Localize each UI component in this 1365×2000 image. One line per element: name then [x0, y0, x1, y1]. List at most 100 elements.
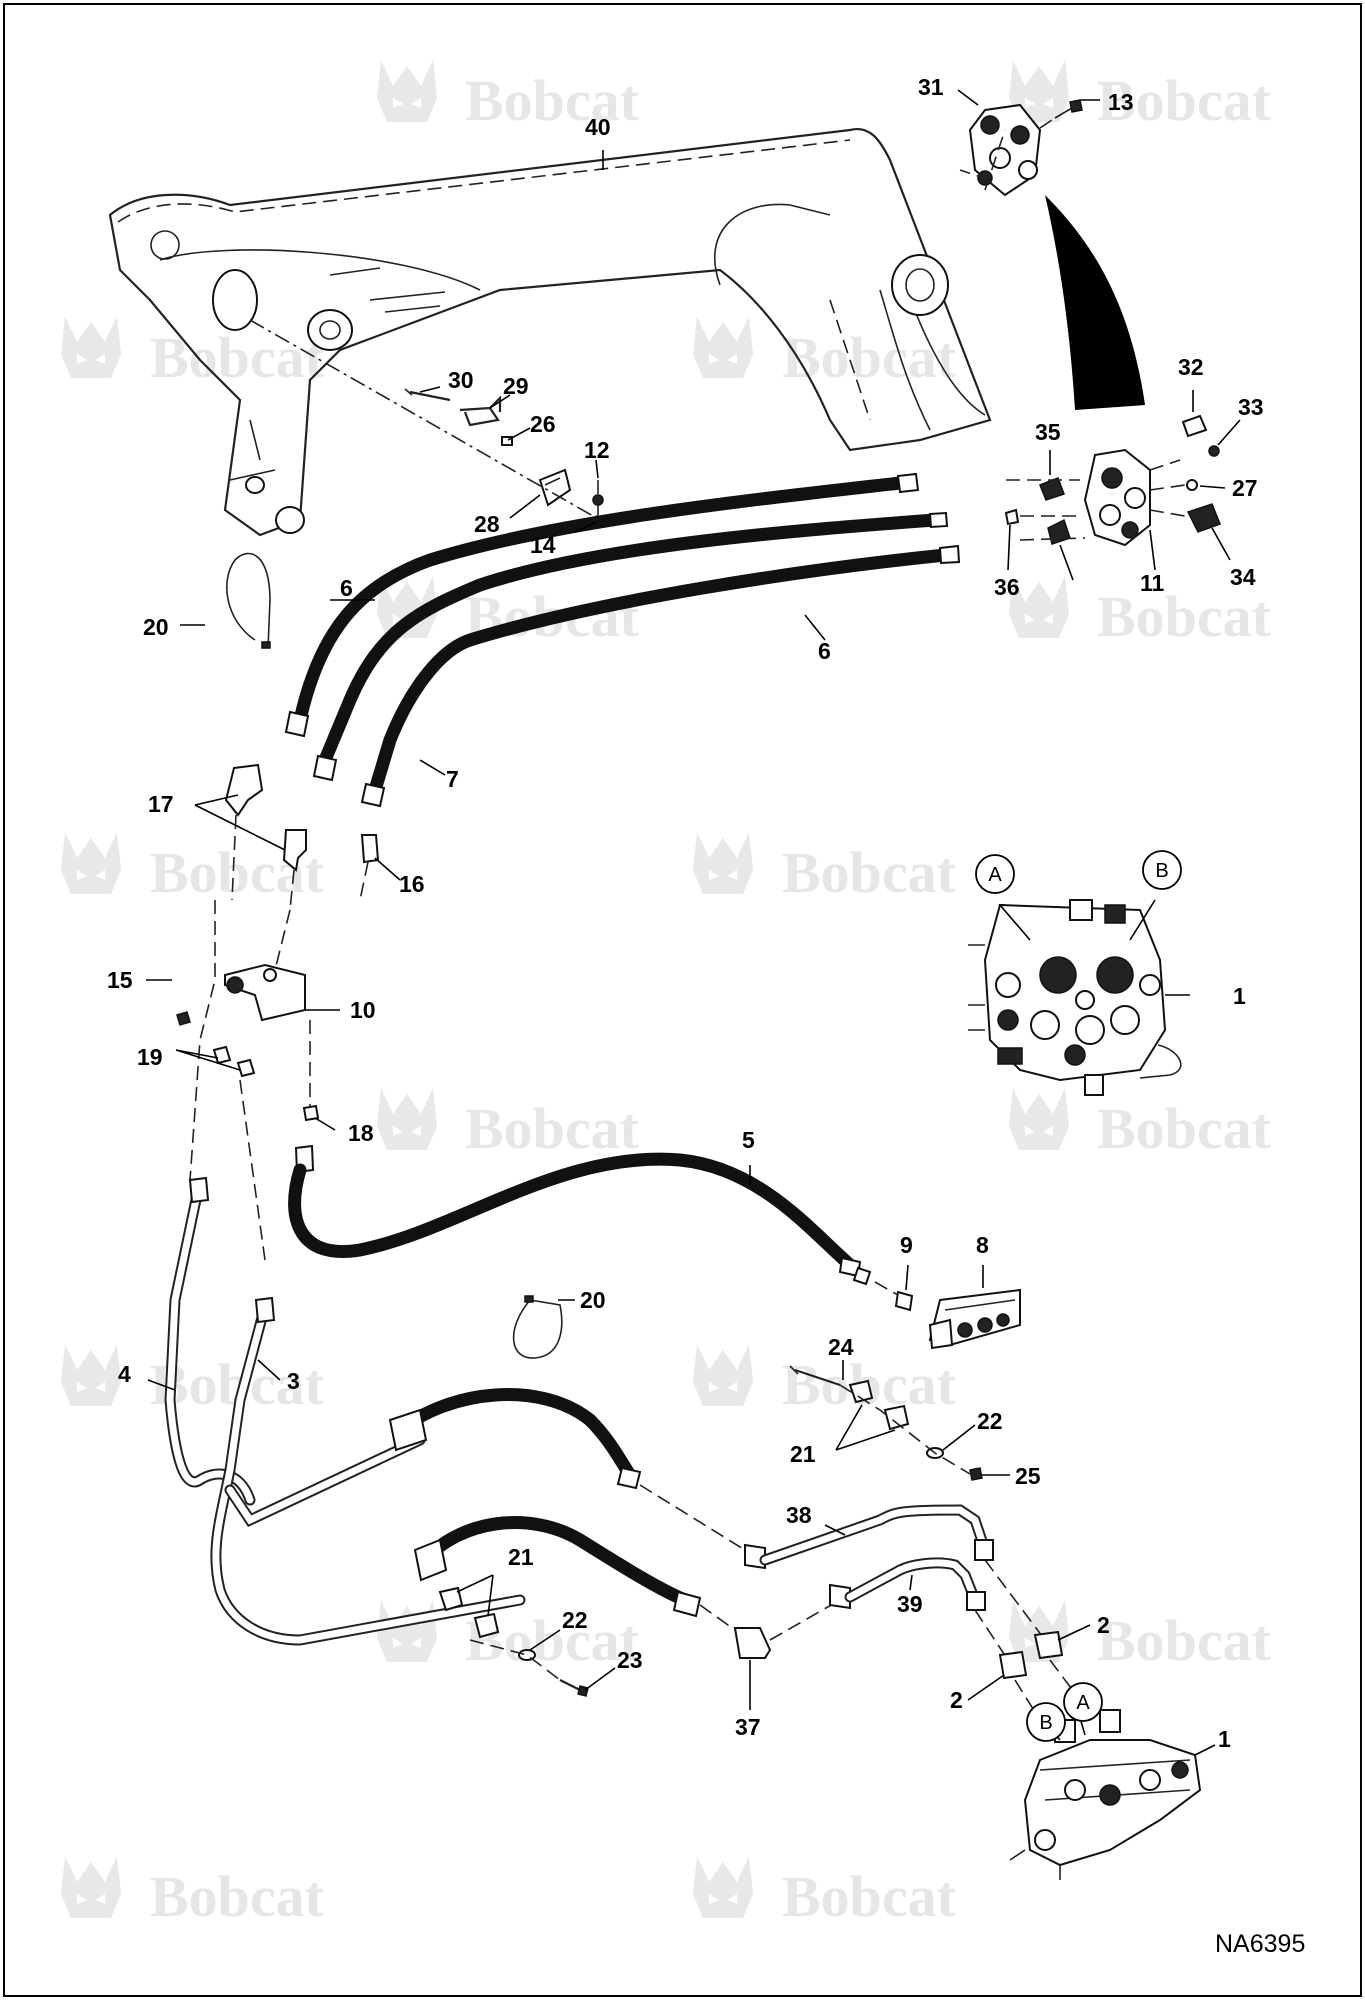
hose-bracket	[176, 900, 311, 1261]
callout-label: 34	[1230, 564, 1256, 590]
callout-label: 10	[350, 997, 376, 1023]
callout-label: 22	[562, 1607, 588, 1633]
watermark-text: Bobcat	[150, 1864, 325, 1929]
leader-lines	[146, 89, 1241, 1756]
callout-label: 16	[399, 871, 425, 897]
callout-label: 38	[786, 1502, 812, 1528]
steel-lines	[639, 1484, 1046, 1661]
watermark: Bobcat	[1009, 576, 1272, 649]
callout-label: 6	[340, 575, 353, 601]
watermark: Bobcat	[377, 1088, 640, 1161]
tube-clamp-set	[438, 1586, 589, 1697]
upper-hoses	[284, 472, 961, 808]
adapter-fittings	[998, 1630, 1081, 1721]
callout-label: 1	[1233, 983, 1246, 1009]
lift-arm	[108, 127, 992, 537]
port-label-b: B	[1142, 850, 1182, 890]
watermark-text: Bobcat	[465, 1096, 640, 1161]
callout-label: 21	[508, 1544, 534, 1570]
callout-label: 30	[448, 367, 474, 393]
callout-label: 11	[1140, 570, 1165, 596]
relief-valve-assembly	[874, 1281, 1021, 1350]
watermark-text: Bobcat	[1097, 68, 1272, 133]
callout-label: 8	[976, 1232, 989, 1258]
callout-label: 29	[503, 373, 529, 399]
port-letter: A	[988, 864, 1002, 886]
callout-label: 6	[818, 638, 831, 664]
port-label-a: A	[975, 854, 1015, 894]
watermark: Bobcat	[61, 1344, 325, 1417]
callout-label: 15	[107, 967, 133, 993]
port-label-b: B	[1026, 1702, 1066, 1742]
callout-label: 5	[742, 1127, 755, 1153]
callout-label: 25	[1015, 1463, 1041, 1489]
callout-label: 36	[994, 574, 1020, 600]
callout-label: 7	[446, 766, 459, 792]
watermark: Bobcat	[1009, 1600, 1272, 1673]
port-letter: B	[1039, 1712, 1052, 1734]
watermark-text: Bobcat	[782, 840, 957, 905]
callout-label: 12	[584, 437, 610, 463]
callout-label: 26	[530, 411, 556, 437]
hose-clamp	[226, 552, 271, 649]
callout-label: 37	[735, 1714, 761, 1740]
watermark-text: Bobcat	[1097, 1096, 1272, 1161]
quick-coupler-block	[959, 103, 1042, 197]
callout-label: 2	[950, 1687, 963, 1713]
callout-label: 20	[580, 1287, 606, 1313]
diagram-border	[3, 3, 1362, 1997]
elbow-fitting	[699, 1599, 841, 1659]
callout-label: 4	[118, 1361, 131, 1387]
callout-labels: 40 31 13 30 29 26 12 28 14 32 33 35 27 3…	[107, 74, 1264, 1752]
tube-clamp-set	[789, 1365, 983, 1481]
callout-label: 27	[1232, 475, 1258, 501]
callout-label: 33	[1238, 394, 1264, 420]
callout-label: 22	[977, 1408, 1003, 1434]
port-letter: A	[1076, 1692, 1090, 1714]
callout-label: 31	[918, 74, 944, 100]
callout-label: 3	[287, 1368, 300, 1394]
elbow-fittings	[224, 763, 380, 911]
steel-tubes	[164, 1176, 526, 1646]
watermark: Bobcat	[693, 1856, 957, 1929]
callout-label: 17	[148, 791, 174, 817]
watermark-text: Bobcat	[782, 325, 957, 390]
port-letter: B	[1155, 860, 1168, 882]
callout-label: 39	[897, 1591, 923, 1617]
callout-label: 18	[348, 1120, 374, 1146]
watermark: Bobcat	[377, 60, 640, 133]
callout-label: 32	[1178, 354, 1204, 380]
watermark: Bobcat	[61, 1856, 325, 1929]
watermark-text: Bobcat	[782, 1864, 957, 1929]
callout-label: 19	[137, 1044, 163, 1070]
callout-label: 35	[1035, 419, 1061, 445]
callout-label: 21	[790, 1441, 816, 1467]
port-labels: A B B A	[975, 850, 1182, 1742]
watermark: Bobcat	[693, 832, 957, 905]
callout-label: 23	[617, 1647, 643, 1673]
callout-label: 1	[1218, 1726, 1231, 1752]
lower-hoses	[388, 1388, 702, 1618]
watermark: Bobcat	[1009, 1088, 1272, 1161]
watermark: Bobcat	[693, 316, 957, 390]
watermark: Bobcat	[377, 1600, 640, 1673]
hose-clamp	[512, 1295, 563, 1359]
watermark-text: Bobcat	[465, 68, 640, 133]
callout-label: 24	[828, 1334, 854, 1360]
watermark-text: Bobcat	[1097, 1608, 1272, 1673]
control-valve-detail	[968, 899, 1182, 1096]
bolt	[1039, 99, 1083, 129]
watermark-text: Bobcat	[1097, 584, 1272, 649]
diagram-code: NA6395	[1215, 1930, 1305, 1958]
callout-label: 40	[585, 114, 611, 140]
coupler-block-fittings	[1004, 414, 1221, 547]
callout-label: 2	[1097, 1612, 1110, 1638]
watermark: Bobcat	[1009, 60, 1272, 133]
callout-label: 13	[1108, 89, 1134, 115]
callout-label: 20	[143, 614, 169, 640]
callout-label: 9	[900, 1232, 913, 1258]
callout-label: 14	[530, 532, 556, 558]
hose-5	[288, 1104, 872, 1286]
port-label-a: A	[1063, 1682, 1103, 1722]
